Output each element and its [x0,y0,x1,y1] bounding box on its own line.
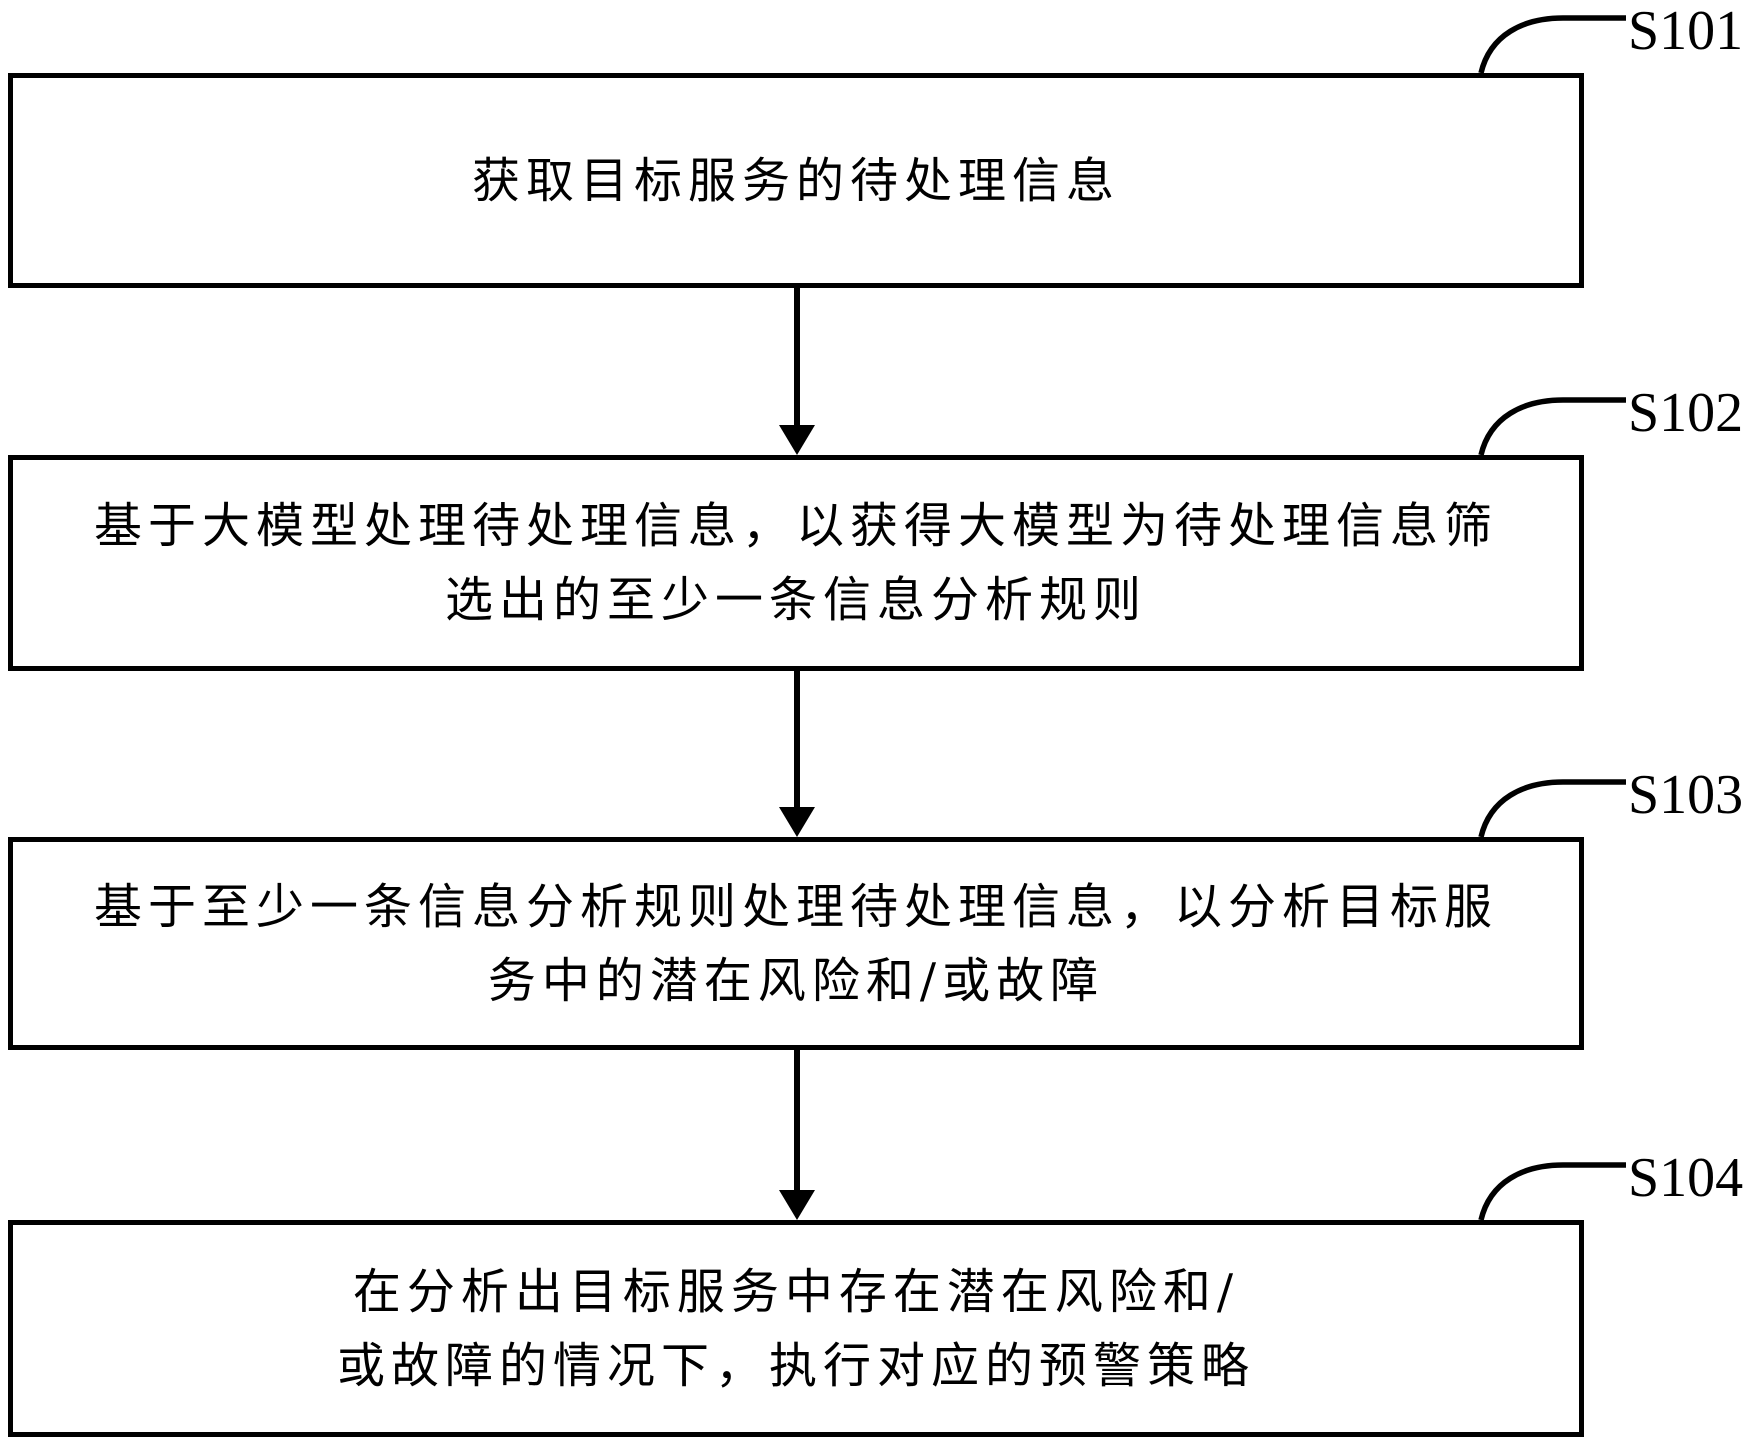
connector-curve-s101 [1478,15,1626,74]
step-text: 或故障的情况下，执行对应的预警策略 [336,1337,1255,1394]
connector-curve-s103 [1478,779,1626,838]
arrow-head-icon [779,425,815,455]
step-box-s101: 获取目标服务的待处理信息 [8,73,1584,288]
arrow-shaft [794,1050,800,1190]
step-text: 选出的至少一条信息分析规则 [444,572,1147,628]
connector-curve-s102 [1478,397,1626,456]
step-label-s103: S103 [1628,764,1744,826]
connector-curve-s104 [1478,1162,1626,1221]
arrow-head-icon [779,807,815,837]
flow-arrow-1 [777,288,817,455]
step-text: 基于大模型处理待处理信息，以获得大模型为待处理信息筛 [93,498,1498,554]
arrow-head-icon [779,1190,815,1220]
step-label-s104: S104 [1628,1147,1744,1209]
arrow-shaft [794,671,800,807]
step-text: 基于至少一条信息分析规则处理待处理信息，以分析目标服 [93,878,1498,935]
flow-arrow-2 [777,671,817,837]
step-label-s101: S101 [1628,0,1744,62]
flow-arrow-3 [777,1050,817,1220]
step-text: 获取目标服务的待处理信息 [471,152,1120,209]
step-box-s103: 基于至少一条信息分析规则处理待处理信息，以分析目标服 务中的潜在风险和/或故障 [8,837,1584,1050]
step-box-s104: 在分析出目标服务中存在潜在风险和/ 或故障的情况下，执行对应的预警策略 [8,1220,1584,1437]
step-text: 在分析出目标服务中存在潜在风险和/ [352,1263,1240,1320]
step-text: 务中的潜在风险和/或故障 [487,952,1105,1009]
step-box-s102: 基于大模型处理待处理信息，以获得大模型为待处理信息筛 选出的至少一条信息分析规则 [8,455,1584,671]
arrow-shaft [794,288,800,425]
step-label-s102: S102 [1628,382,1744,444]
